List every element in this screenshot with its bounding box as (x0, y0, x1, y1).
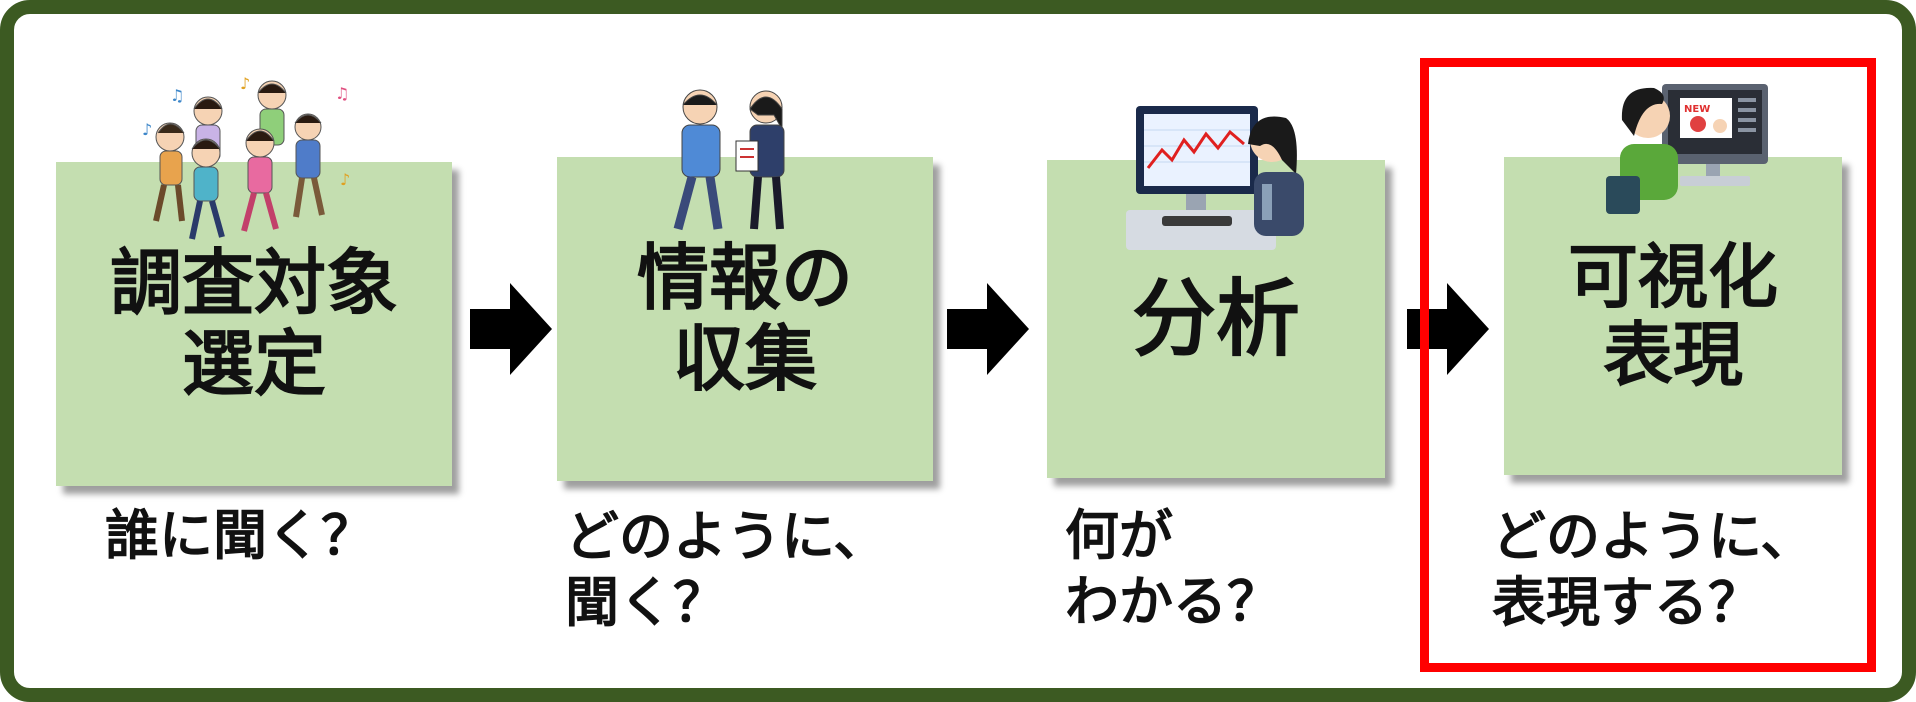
step-2-box: 情報の 収集 (557, 157, 933, 481)
step-1-title: 調査対象 選定 (109, 241, 398, 406)
highlight-frame (1420, 58, 1876, 672)
svg-text:♫: ♫ (335, 84, 349, 103)
step-4-box: 可視化 表現 (1504, 157, 1842, 475)
svg-text:♫: ♫ (170, 86, 184, 105)
dancing-group-icon: ♪ ♫ ♪ ♫ ♪ (142, 75, 350, 240)
svg-text:♪: ♪ (340, 170, 350, 189)
svg-text:♪: ♪ (142, 120, 152, 139)
analyst-at-computer-icon (1126, 106, 1304, 250)
arrow-right-icon (1407, 283, 1489, 375)
svg-text:♪: ♪ (240, 75, 250, 93)
step-3-question: 何が わかる？ (1065, 504, 1281, 633)
svg-text:NEW: NEW (1684, 104, 1710, 115)
step-2-title: 情報の 収集 (636, 236, 853, 401)
step-3-title: 分析 (1131, 269, 1300, 368)
step-1-question: 誰に聞く？ (105, 504, 375, 567)
arrow-right-icon (470, 283, 552, 375)
arrow-right-icon (947, 283, 1029, 375)
step-4-question: どのように、 表現する？ (1492, 505, 1815, 634)
step-4-title: 可視化 表現 (1568, 235, 1778, 396)
step-1-box: 調査対象 選定 (56, 162, 452, 486)
step-2-question: どのように、 聞く？ (565, 505, 888, 634)
interview-icon (673, 89, 785, 231)
designer-at-computer-icon: NEW (1606, 84, 1768, 214)
